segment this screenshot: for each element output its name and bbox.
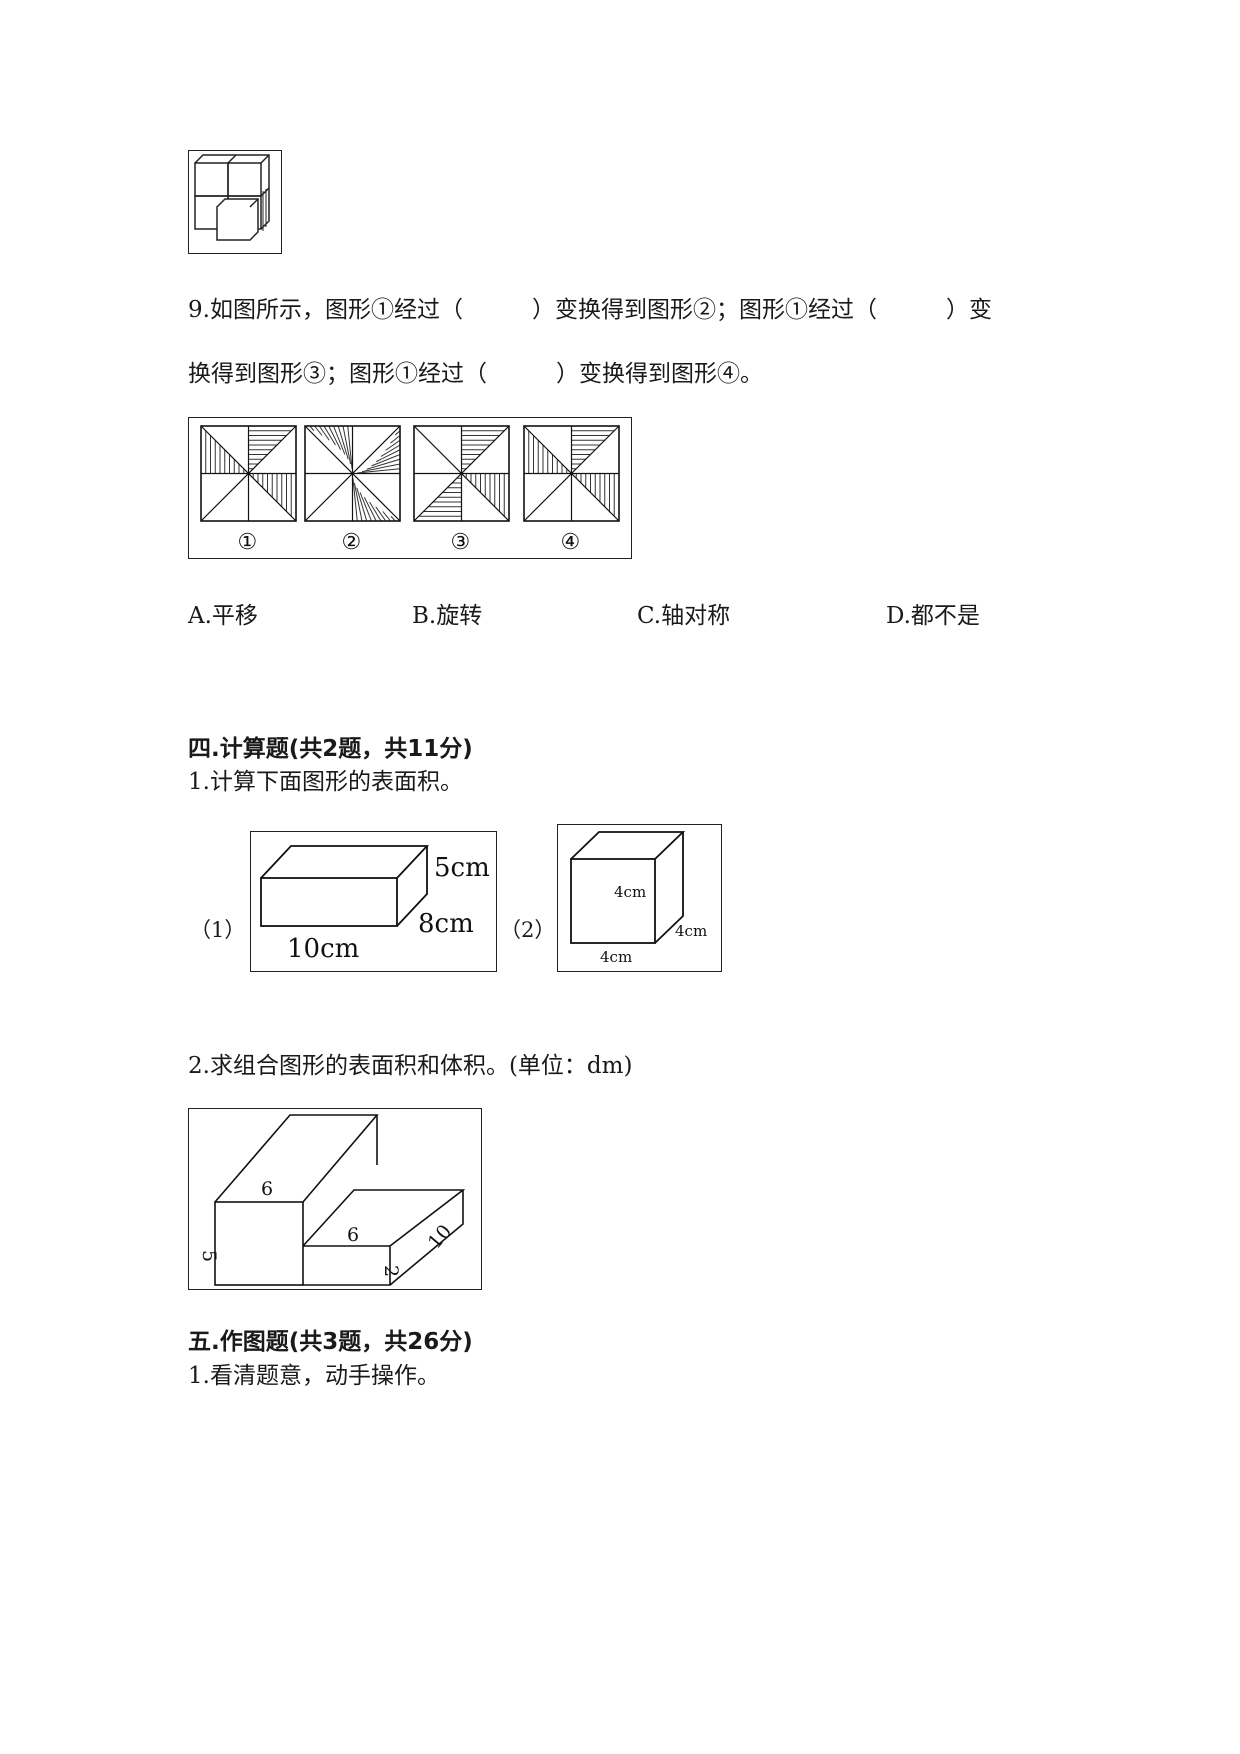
cuboid-drawing: 5cm 8cm 10cm xyxy=(260,845,490,964)
hatch-line xyxy=(376,449,401,463)
cube-figure: 4cm 4cm 4cm xyxy=(557,824,722,972)
option-d[interactable]: D.都不是 xyxy=(886,603,980,629)
option-b[interactable]: B.旋转 xyxy=(412,603,483,629)
dim-step-6: 6 xyxy=(347,1224,359,1246)
dim-depth-10: 10 xyxy=(424,1221,456,1254)
pinwheel-label-4: ④ xyxy=(561,530,581,555)
hatch-line xyxy=(347,425,353,469)
cubes-drawing xyxy=(194,154,270,241)
hatch-line xyxy=(385,439,401,451)
hatch-line xyxy=(337,425,349,460)
section4-q2-text: 2.求组合图形的表面积和体积。(单位：dm) xyxy=(188,1053,633,1079)
hatch-line xyxy=(323,425,336,446)
cuboid-height-label: 5cm xyxy=(434,853,490,883)
pinwheel-3: ③ xyxy=(413,425,510,555)
hatch-line xyxy=(369,501,382,522)
cuboid-length-label: 10cm xyxy=(287,934,359,964)
hatch-line xyxy=(359,492,372,522)
cuboid-figure: 5cm 8cm 10cm xyxy=(250,831,497,972)
hatch-line xyxy=(357,468,401,474)
section5-heading: 五.作图题(共3题，共26分) xyxy=(188,1329,473,1355)
hatch-line xyxy=(366,458,401,470)
option-a[interactable]: A.平移 xyxy=(188,603,258,629)
option-c[interactable]: C.轴对称 xyxy=(637,603,731,629)
composite-drawing: 6 5 6 2 10 xyxy=(198,1114,466,1286)
q9-pinwheel-figure: ① ② ③ ④ xyxy=(188,417,632,559)
hatch-line xyxy=(356,487,368,522)
q9-question-line1: 9.如图所示，图形①经过（ ）变换得到图形②；图形①经过（ ）变 xyxy=(188,297,992,323)
q9-question-line2: 换得到图形③；图形①经过（ ）变换得到图形④。 xyxy=(188,361,763,387)
pinwheel-label-3: ③ xyxy=(451,530,471,555)
section4-heading: 四.计算题(共2题，共11分) xyxy=(188,736,473,762)
hatch-line xyxy=(353,482,363,522)
cube-height-label: 4cm xyxy=(614,883,646,901)
hatch-line xyxy=(314,425,323,436)
hatch-line xyxy=(380,444,401,457)
dim-top-6: 6 xyxy=(261,1178,273,1200)
section5-q1-text: 1.看清题意，动手操作。 xyxy=(188,1363,440,1389)
pinwheel-1: ① xyxy=(200,425,297,555)
cube-length-label: 4cm xyxy=(600,948,632,966)
hatch-line xyxy=(333,425,346,455)
pinwheel-label-2: ② xyxy=(342,530,362,555)
composite-figure: 6 5 6 2 10 xyxy=(188,1108,482,1290)
hatch-line xyxy=(352,478,358,522)
pinwheel-label-1: ① xyxy=(238,530,258,555)
hatch-line xyxy=(371,454,401,467)
cube-width-label: 4cm xyxy=(675,922,707,940)
section4-q1-text: 1.计算下面图形的表面积。 xyxy=(188,769,463,795)
dim-left-5: 5 xyxy=(198,1250,220,1262)
dim-step-2: 2 xyxy=(380,1265,402,1277)
hatch-line xyxy=(318,425,330,441)
pinwheel-4: ④ xyxy=(523,425,620,555)
pinwheel-2: ② xyxy=(304,425,401,555)
hatch-line xyxy=(342,425,352,465)
hatch-line xyxy=(363,497,377,522)
hatch-line xyxy=(375,506,387,522)
q1-label-1: （1） xyxy=(190,918,246,942)
q8-cubes-figure xyxy=(188,150,282,254)
hatch-line xyxy=(390,435,401,444)
pinwheels-drawing: ① ② ③ ④ xyxy=(200,425,620,555)
q1-label-2: （2） xyxy=(500,918,556,942)
hatch-line xyxy=(361,463,401,473)
cuboid-width-label: 8cm xyxy=(418,909,474,939)
hatch-line xyxy=(328,425,342,450)
hatch-line xyxy=(382,511,391,522)
cube-drawing: 4cm 4cm 4cm xyxy=(570,831,707,966)
